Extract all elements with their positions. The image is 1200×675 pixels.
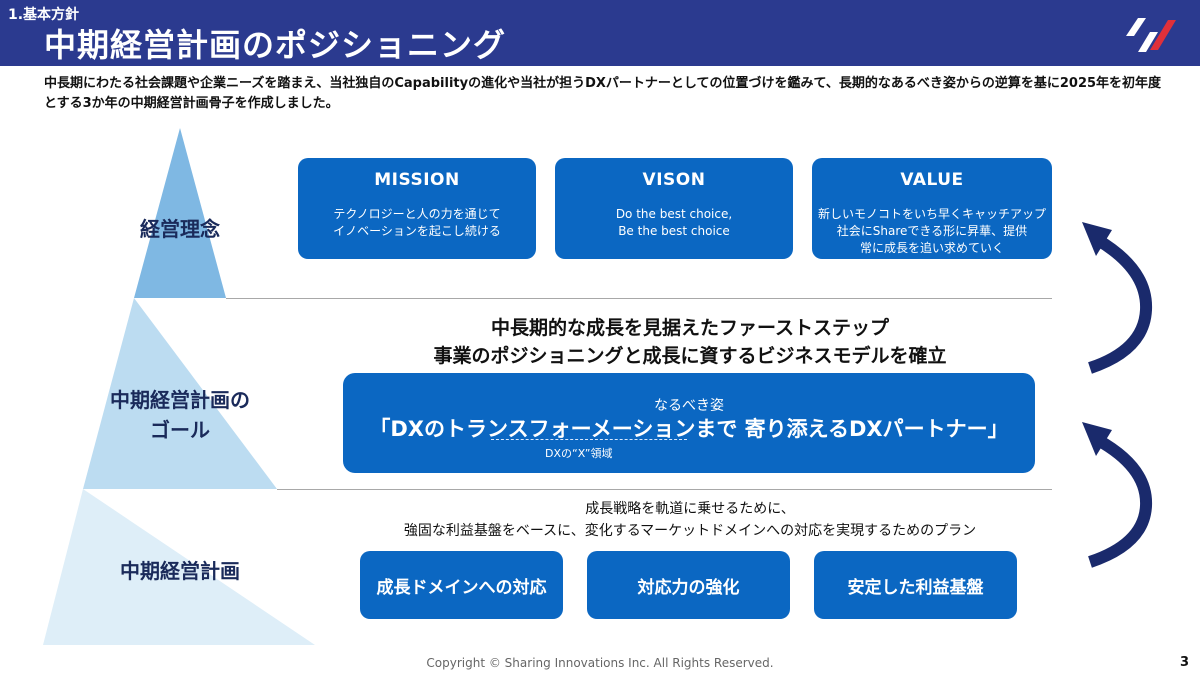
divider-bottom (277, 489, 1052, 490)
tier-label-philosophy: 経営理念 (140, 217, 220, 241)
goal-subtitle: なるべき姿 (654, 398, 724, 414)
vision-text: Do the best choice, Be the best choice (615, 207, 733, 238)
page-number: 3 (1180, 655, 1190, 670)
header-bar: 1.基本方針 中期経営計画のポジショニング (0, 0, 1200, 66)
value-card: VALUE 新しいモノコトをいち早くキャッチアップ 社会にShareできる形に昇… (812, 158, 1052, 259)
pyramid-tier-top (134, 128, 226, 298)
mission-text: テクノロジーと人の力を通じて イノベーションを起こし続ける (333, 207, 501, 238)
plan-item-profit-base: 安定した利益基盤 (814, 551, 1017, 619)
value-title: VALUE (900, 170, 964, 190)
cycle-arrows (1082, 222, 1153, 568)
value-text: 新しいモノコトをいち早くキャッチアップ 社会にShareできる形に昇華、提供 常… (817, 207, 1046, 255)
goal-dashed-underline (491, 439, 687, 440)
tier-label-goal: 中期経営計画の ゴール (110, 388, 250, 442)
goal-note: DXの“X”領域 (545, 447, 613, 460)
goal-main-statement: 「DXのトランスフォーメーションまで 寄り添えるDXパートナー」 (369, 417, 1009, 441)
vision-card: VISON Do the best choice, Be the best ch… (555, 158, 793, 259)
goal-box: なるべき姿 「DXのトランスフォーメーションまで 寄り添えるDXパートナー」 D… (343, 373, 1035, 473)
divider-top (226, 298, 1052, 299)
mission-card: MISSION テクノロジーと人の力を通じて イノベーションを起こし続ける (298, 158, 536, 259)
plan-item-growth-domain: 成長ドメインへの対応 (360, 551, 563, 619)
section-label: 1.基本方針 (8, 7, 80, 23)
plan-description: 成長戦略を軌道に乗せるために、 強固な利益基盤をベースに、変化するマーケットドメ… (403, 501, 977, 539)
intro-text: 中長期にわたる社会課題や企業ニーズを踏まえ、当社独自のCapabilityの進化… (44, 76, 1162, 111)
tier-label-plan: 中期経営計画 (120, 559, 240, 583)
upper-curved-arrow-icon (1082, 222, 1153, 374)
copyright-footer: Copyright © Sharing Innovations Inc. All… (426, 656, 774, 670)
vision-title: VISON (642, 170, 706, 190)
lower-curved-arrow-icon (1082, 422, 1153, 568)
company-logo-icon (1126, 18, 1176, 52)
goal-heading: 中長期的な成長を見据えたファーストステップ 事業のポジショニングと成長に資するビ… (433, 317, 947, 367)
plan-item-capability: 対応力の強化 (587, 551, 790, 619)
mission-title: MISSION (374, 170, 460, 190)
page-title: 中期経営計画のポジショニング (44, 26, 507, 64)
